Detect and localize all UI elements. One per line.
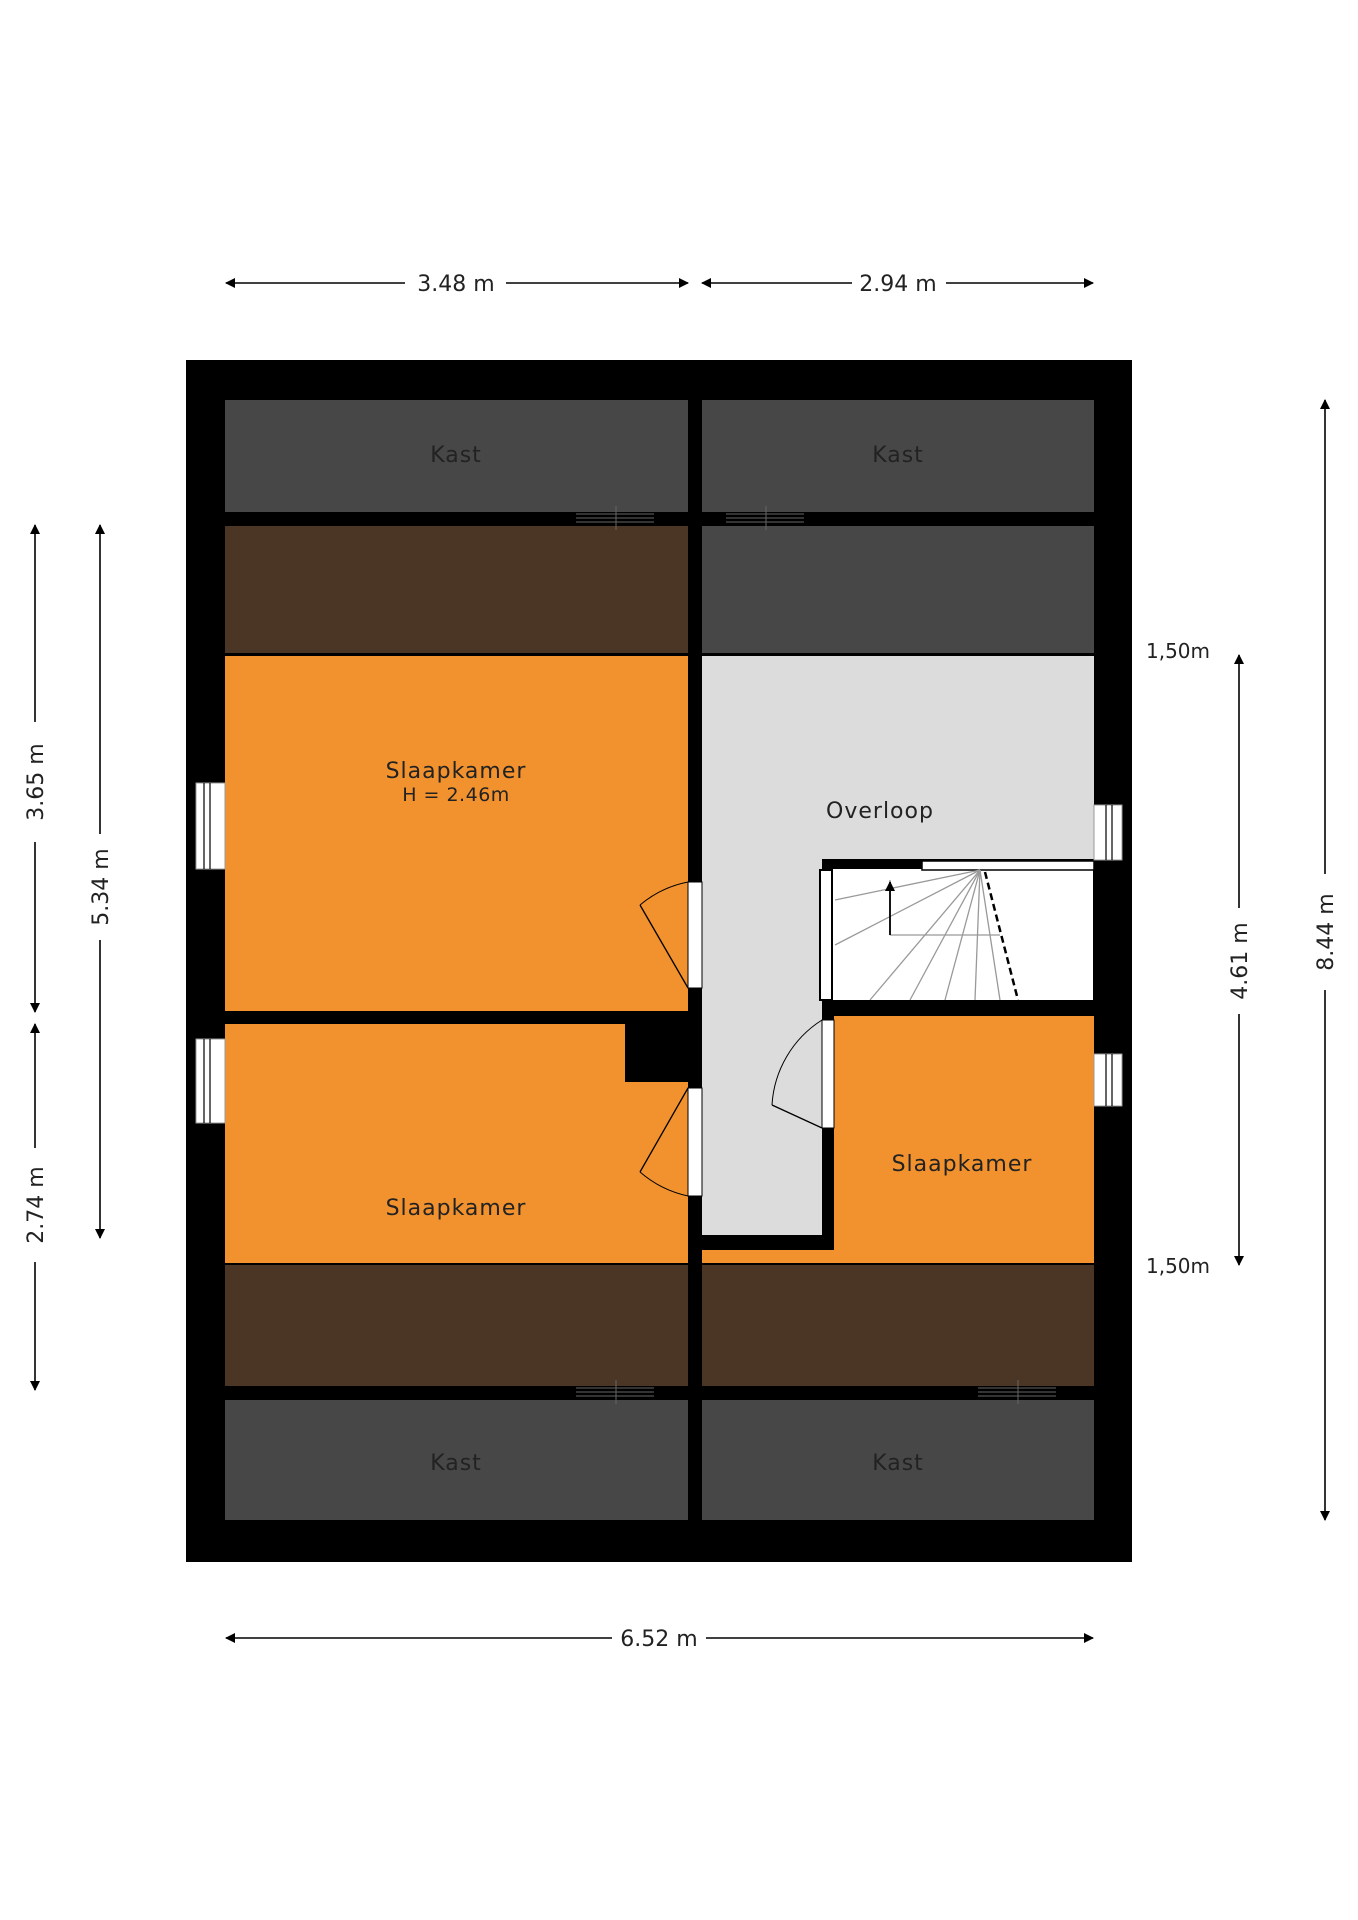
staircase-icon [819, 860, 1095, 1010]
dim-left-upper: 3.65 m [24, 743, 49, 820]
dim-top-left: 3.48 m [417, 272, 494, 297]
dim-left-middle: 5.34 m [89, 848, 114, 925]
kast-top-right [702, 400, 1094, 512]
landing [702, 656, 1094, 1235]
kast-bottom-left-label: Kast [430, 1451, 482, 1476]
landing-label: Overloop [826, 799, 934, 824]
bedroom-bottom-left-label: Slaapkamer [386, 1196, 527, 1221]
kast-bottom-right-label: Kast [872, 1451, 924, 1476]
dim-right-lower-height: 1,50m [1146, 1254, 1210, 1278]
kast-bottom-right [702, 1400, 1094, 1520]
kast-top-left [225, 400, 688, 512]
bedroom-top-left-height: H = 2.46m [402, 784, 510, 806]
kast-top-right-label: Kast [872, 443, 924, 468]
dim-left-lower: 2.74 m [24, 1166, 49, 1243]
kast-sliding-door-icon [576, 506, 1056, 1404]
kast-bottom-left [225, 1400, 688, 1520]
bedroom-right [702, 1016, 1094, 1263]
roof-slope-bottom-left [225, 1265, 688, 1386]
bedroom-top-left-label: Slaapkamer [386, 759, 527, 784]
bedroom-top-left [225, 656, 688, 1011]
roof-slope-top-left [225, 526, 688, 653]
dimension-lines [30, 278, 1330, 1643]
roof-slope-bottom-right [702, 1265, 1094, 1386]
bedroom-right-label: Slaapkamer [892, 1152, 1033, 1177]
dim-top-right: 2.94 m [859, 272, 936, 297]
bedroom-bottom-left [225, 1024, 688, 1263]
dim-right-upper-height: 1,50m [1146, 639, 1210, 663]
dim-bottom-total: 6.52 m [620, 1627, 697, 1652]
kast-top-left-label: Kast [430, 443, 482, 468]
dim-right-total: 8.44 m [1314, 893, 1339, 970]
door-swing-icon [639, 881, 835, 1197]
dim-right-inner: 4.61 m [1228, 922, 1253, 999]
roof-slope-top-right [702, 526, 1094, 653]
